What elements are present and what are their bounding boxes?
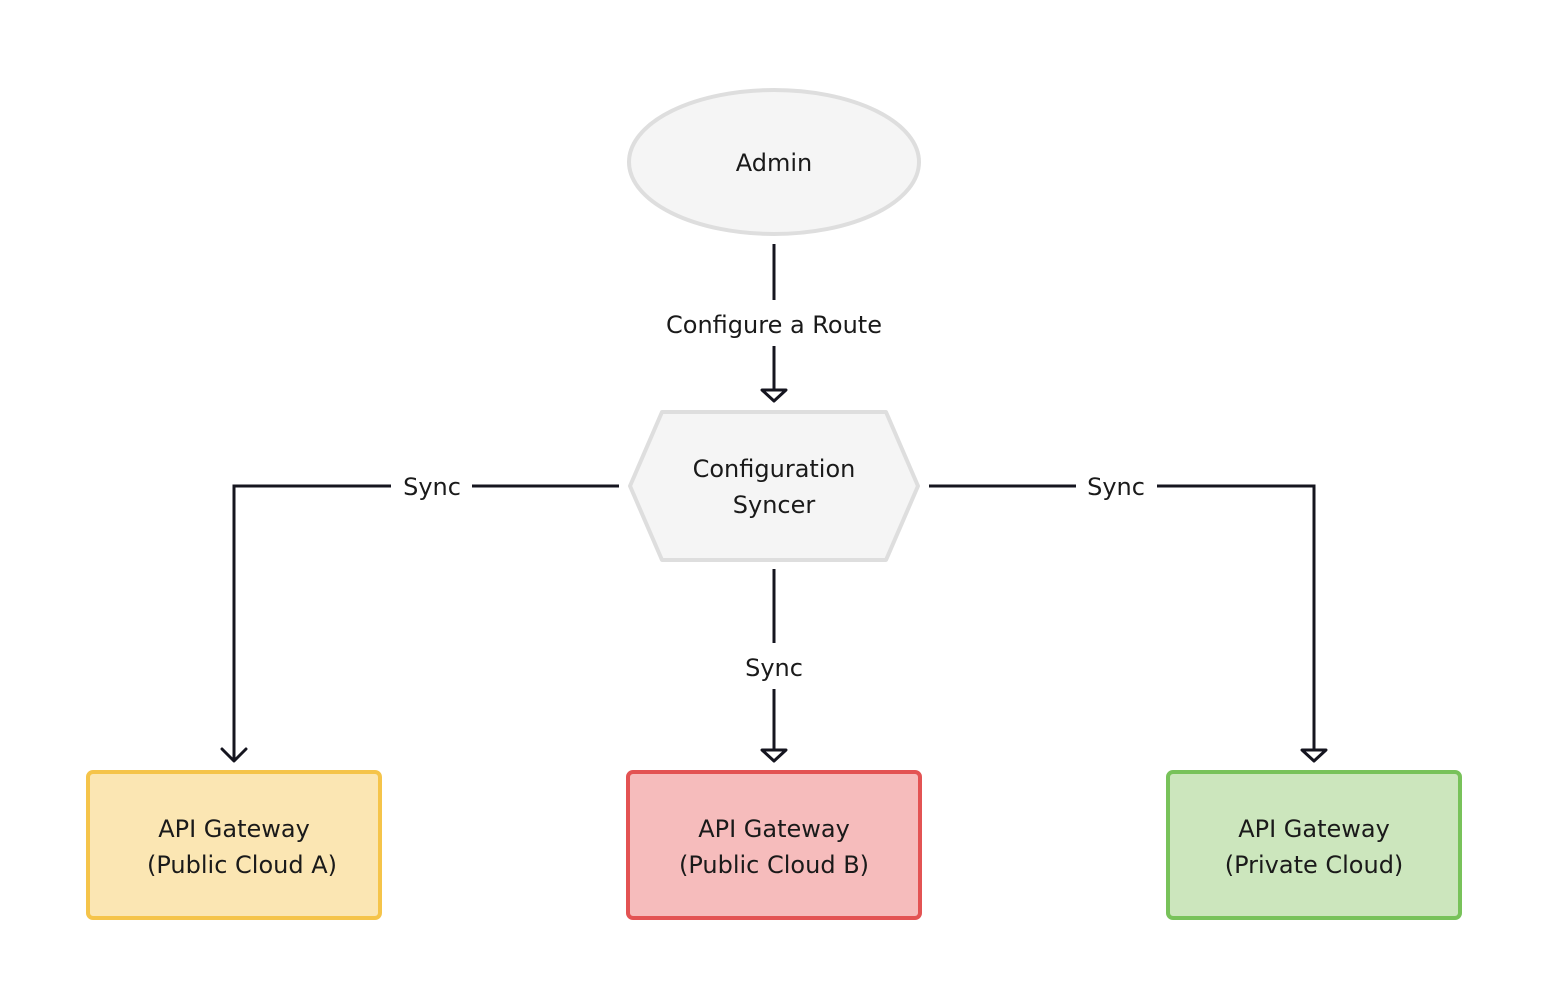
gateway-a-label-line1: API Gateway (158, 815, 310, 843)
arrowhead-open-down (220, 747, 248, 763)
syncer-label-line2: Syncer (733, 491, 816, 519)
arrowhead-down (760, 388, 788, 403)
gateway-private-label-line1: API Gateway (1238, 815, 1390, 843)
edge-label-sync-right: Sync (1087, 473, 1145, 501)
arrowhead-down (1300, 748, 1328, 763)
gateway-a-label-line2: (Public Cloud A) (147, 851, 337, 879)
edge-label-sync-center: Sync (745, 654, 803, 682)
admin-node: Admin (627, 88, 921, 236)
gateway-public-cloud-b-node: API Gateway (Public Cloud B) (626, 770, 922, 920)
gateway-b-label-line2: (Public Cloud B) (679, 851, 869, 879)
edge-admin-to-syncer: Configure a Route (666, 244, 882, 403)
gateway-b-label-line1: API Gateway (698, 815, 850, 843)
gateway-private-cloud-node: API Gateway (Private Cloud) (1166, 770, 1462, 920)
gateway-private-label-line2: (Private Cloud) (1225, 851, 1404, 879)
edge-syncer-to-gateway-b: Sync (745, 569, 803, 763)
admin-label: Admin (736, 149, 813, 177)
gateway-public-cloud-a-node: API Gateway (Public Cloud A) (86, 770, 382, 920)
arrowhead-down (760, 748, 788, 763)
edge-label-configure-route: Configure a Route (666, 311, 882, 339)
edge-syncer-to-gateway-private: Sync (929, 473, 1328, 763)
syncer-label-line1: Configuration (693, 455, 856, 483)
edge-syncer-to-gateway-a: Sync (220, 473, 619, 763)
configuration-syncer-node: Configuration Syncer (628, 410, 920, 562)
edge-label-sync-left: Sync (403, 473, 461, 501)
